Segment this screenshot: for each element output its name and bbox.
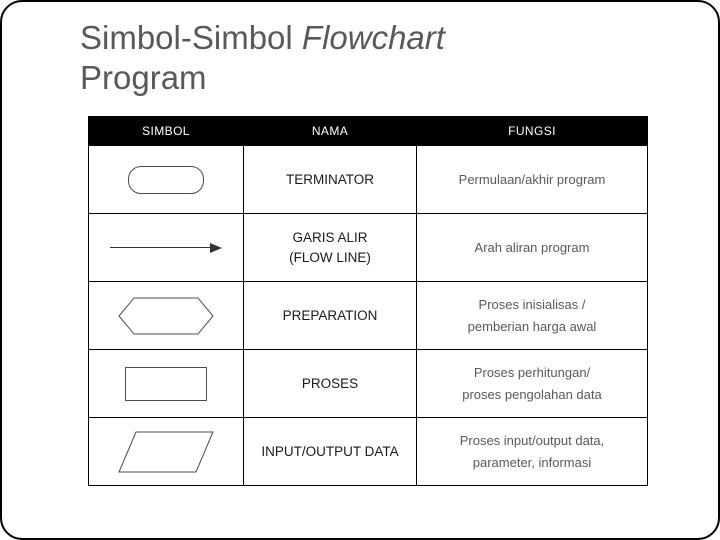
fungsi-line-2: pemberian harga awal bbox=[467, 318, 597, 334]
table-row: PREPARATION Proses inisialisas / pemberi… bbox=[88, 281, 648, 350]
table-row: GARIS ALIR (FLOW LINE) Arah aliran progr… bbox=[88, 213, 648, 282]
fungsi-cell-input-output: Proses input/output data, parameter, inf… bbox=[416, 417, 648, 486]
nama-line-2: (FLOW LINE) bbox=[289, 249, 371, 265]
fungsi-line-2: proses pengolahan data bbox=[462, 386, 602, 402]
rounded-rectangle-terminator-shape-icon bbox=[128, 165, 204, 194]
page-title-part2: Program bbox=[80, 59, 207, 96]
symbol-cell-process bbox=[88, 349, 244, 418]
flowchart-symbol-table: SIMBOL NAMA FUNGSI TERMINATOR bbox=[88, 116, 648, 486]
table-header: SIMBOL NAMA FUNGSI bbox=[88, 116, 648, 146]
shape-holder bbox=[89, 418, 243, 485]
page-title-part1: Simbol-Simbol bbox=[80, 19, 302, 56]
shape-holder bbox=[89, 214, 243, 281]
fungsi-cell-preparation: Proses inisialisas / pemberian harga awa… bbox=[416, 281, 648, 350]
fungsi-line-1: Proses input/output data, bbox=[459, 432, 605, 448]
arrow-line bbox=[110, 246, 210, 248]
nama-cell-input-output: INPUT/OUTPUT DATA bbox=[243, 417, 417, 486]
arrow-flow-line-shape-icon bbox=[110, 242, 222, 253]
nama-cell-process: PROSES bbox=[243, 349, 417, 418]
table-body: TERMINATOR Permulaan/akhir program bbox=[88, 145, 648, 486]
table-row: INPUT/OUTPUT DATA Proses input/output da… bbox=[88, 417, 648, 486]
page-title-italic: Flowchart bbox=[301, 19, 445, 56]
nama-cell-terminator: TERMINATOR bbox=[243, 145, 417, 214]
parallelogram-input-output-shape-icon bbox=[118, 431, 214, 472]
column-header-simbol: SIMBOL bbox=[88, 116, 244, 146]
nama-line-1: PREPARATION bbox=[282, 307, 378, 323]
nama-line-1: TERMINATOR bbox=[285, 171, 374, 187]
shape-holder bbox=[89, 146, 243, 213]
nama-line-1: PROSES bbox=[301, 375, 359, 391]
page-title: Simbol-Simbol Flowchart Program bbox=[80, 18, 680, 98]
symbol-table-wrapper: SIMBOL NAMA FUNGSI TERMINATOR bbox=[88, 116, 648, 486]
nama-cell-preparation: PREPARATION bbox=[243, 281, 417, 350]
nama-cell-flowline: GARIS ALIR (FLOW LINE) bbox=[243, 213, 417, 282]
symbol-cell-flowline bbox=[88, 213, 244, 282]
fungsi-line-1: Proses perhitungan/ bbox=[473, 364, 591, 380]
fungsi-line-1: Proses inisialisas / bbox=[478, 296, 586, 312]
shape-holder bbox=[89, 350, 243, 417]
fungsi-cell-terminator: Permulaan/akhir program bbox=[416, 145, 648, 214]
hexagon-preparation-shape-icon bbox=[118, 297, 214, 334]
fungsi-line-1: Permulaan/akhir program bbox=[458, 171, 606, 187]
symbol-cell-preparation bbox=[88, 281, 244, 350]
table-header-row: SIMBOL NAMA FUNGSI bbox=[88, 116, 648, 146]
symbol-cell-terminator bbox=[88, 145, 244, 214]
table-row: TERMINATOR Permulaan/akhir program bbox=[88, 145, 648, 214]
fungsi-cell-process: Proses perhitungan/ proses pengolahan da… bbox=[416, 349, 648, 418]
arrow-head bbox=[210, 242, 222, 253]
rectangle-process-shape-icon bbox=[125, 366, 207, 401]
column-header-fungsi: FUNGSI bbox=[416, 116, 648, 146]
nama-line-1: INPUT/OUTPUT DATA bbox=[261, 443, 399, 459]
fungsi-cell-flowline: Arah aliran program bbox=[416, 213, 648, 282]
fungsi-line-1: Arah aliran program bbox=[474, 239, 590, 255]
nama-line-1: GARIS ALIR bbox=[292, 229, 368, 245]
shape-holder bbox=[89, 282, 243, 349]
symbol-cell-input-output bbox=[88, 417, 244, 486]
column-header-nama: NAMA bbox=[243, 116, 417, 146]
fungsi-line-2: parameter, informasi bbox=[472, 454, 592, 470]
table-row: PROSES Proses perhitungan/ proses pengol… bbox=[88, 349, 648, 418]
